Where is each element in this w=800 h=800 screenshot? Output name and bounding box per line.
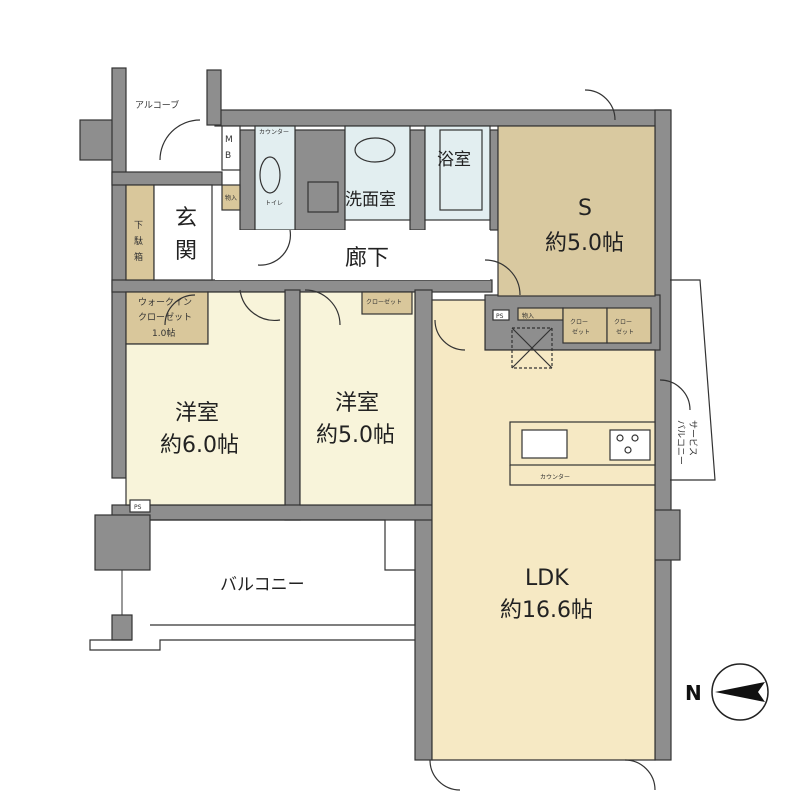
closet-ldk-2 <box>606 307 652 344</box>
shoe-box-label-3: 箱 <box>134 251 143 263</box>
mb-label-m: M <box>225 135 233 145</box>
balcony <box>89 519 416 651</box>
alcove-label: アルコーブ <box>135 99 179 111</box>
washroom <box>344 125 411 221</box>
hallway-label: 廊下 <box>345 246 389 271</box>
s-room-size: 約5.0帖 <box>545 231 624 256</box>
closet-room2 <box>361 291 413 315</box>
ps-box-ldk <box>492 309 510 321</box>
western-room-2 <box>299 291 416 506</box>
toilet-label: トイレ <box>265 200 283 207</box>
closet2-label-1: クロー <box>614 319 632 326</box>
western2-name: 洋室 <box>335 391 379 416</box>
shoe-box-label-2: 駄 <box>134 235 143 247</box>
toilet <box>254 125 296 231</box>
compass-north-label: N <box>685 681 702 705</box>
wic-label-3: 1.0帖 <box>152 327 175 339</box>
ldk-name: LDK <box>525 566 569 591</box>
storage-entrance <box>221 184 241 211</box>
ceiling-hatch <box>511 327 553 369</box>
hallway <box>215 230 490 280</box>
ps-ldk-label: PS <box>496 313 504 320</box>
closet-label: クローゼット <box>366 298 402 306</box>
bathroom <box>424 125 491 221</box>
ldk <box>431 299 656 761</box>
shoe-box <box>125 184 155 281</box>
entrance <box>153 184 213 281</box>
ps-box <box>129 499 151 513</box>
s-room <box>497 125 656 297</box>
storage-ldk-label: 物入 <box>522 312 534 320</box>
wic-label-1: ウォークイン <box>138 297 192 308</box>
sink-icon <box>521 429 568 459</box>
mb-label-b: B <box>225 151 231 161</box>
wic-label-2: クローゼット <box>138 311 192 323</box>
kitchen-counter-label: カウンター <box>540 473 570 481</box>
entrance-label-2: 関 <box>175 239 197 264</box>
entrance-label-1: 玄 <box>175 206 197 231</box>
ldk-size: 約16.6帖 <box>500 598 593 623</box>
western1-size: 約6.0帖 <box>160 433 239 458</box>
meter-box <box>221 125 241 171</box>
bathroom-label: 浴室 <box>437 150 471 170</box>
service-balcony-label-2: バルコニー <box>675 420 686 465</box>
service-balcony <box>670 279 716 481</box>
washroom-label: 洗面室 <box>345 190 396 210</box>
western2-size: 約5.0帖 <box>316 423 395 448</box>
walk-in-closet <box>125 291 209 345</box>
storage-label: 物入 <box>225 194 237 202</box>
shoe-box-label-1: 下 <box>134 221 143 231</box>
balcony-label: バルコニー <box>220 575 305 595</box>
closet2-label-2: ゼット <box>616 328 634 336</box>
s-room-name: S <box>578 196 592 221</box>
ps-label: PS <box>134 504 142 511</box>
compass-icon: N <box>685 663 769 721</box>
service-balcony-label-1: サービス <box>687 420 698 456</box>
western-room-1 <box>125 291 286 506</box>
walls <box>79 67 681 761</box>
stove-icon <box>609 429 651 461</box>
closet1-label-1: クロー <box>570 319 588 326</box>
western1-name: 洋室 <box>175 401 219 426</box>
closet1-label-2: ゼット <box>572 328 590 336</box>
toilet-counter-label: カウンター <box>259 128 289 136</box>
